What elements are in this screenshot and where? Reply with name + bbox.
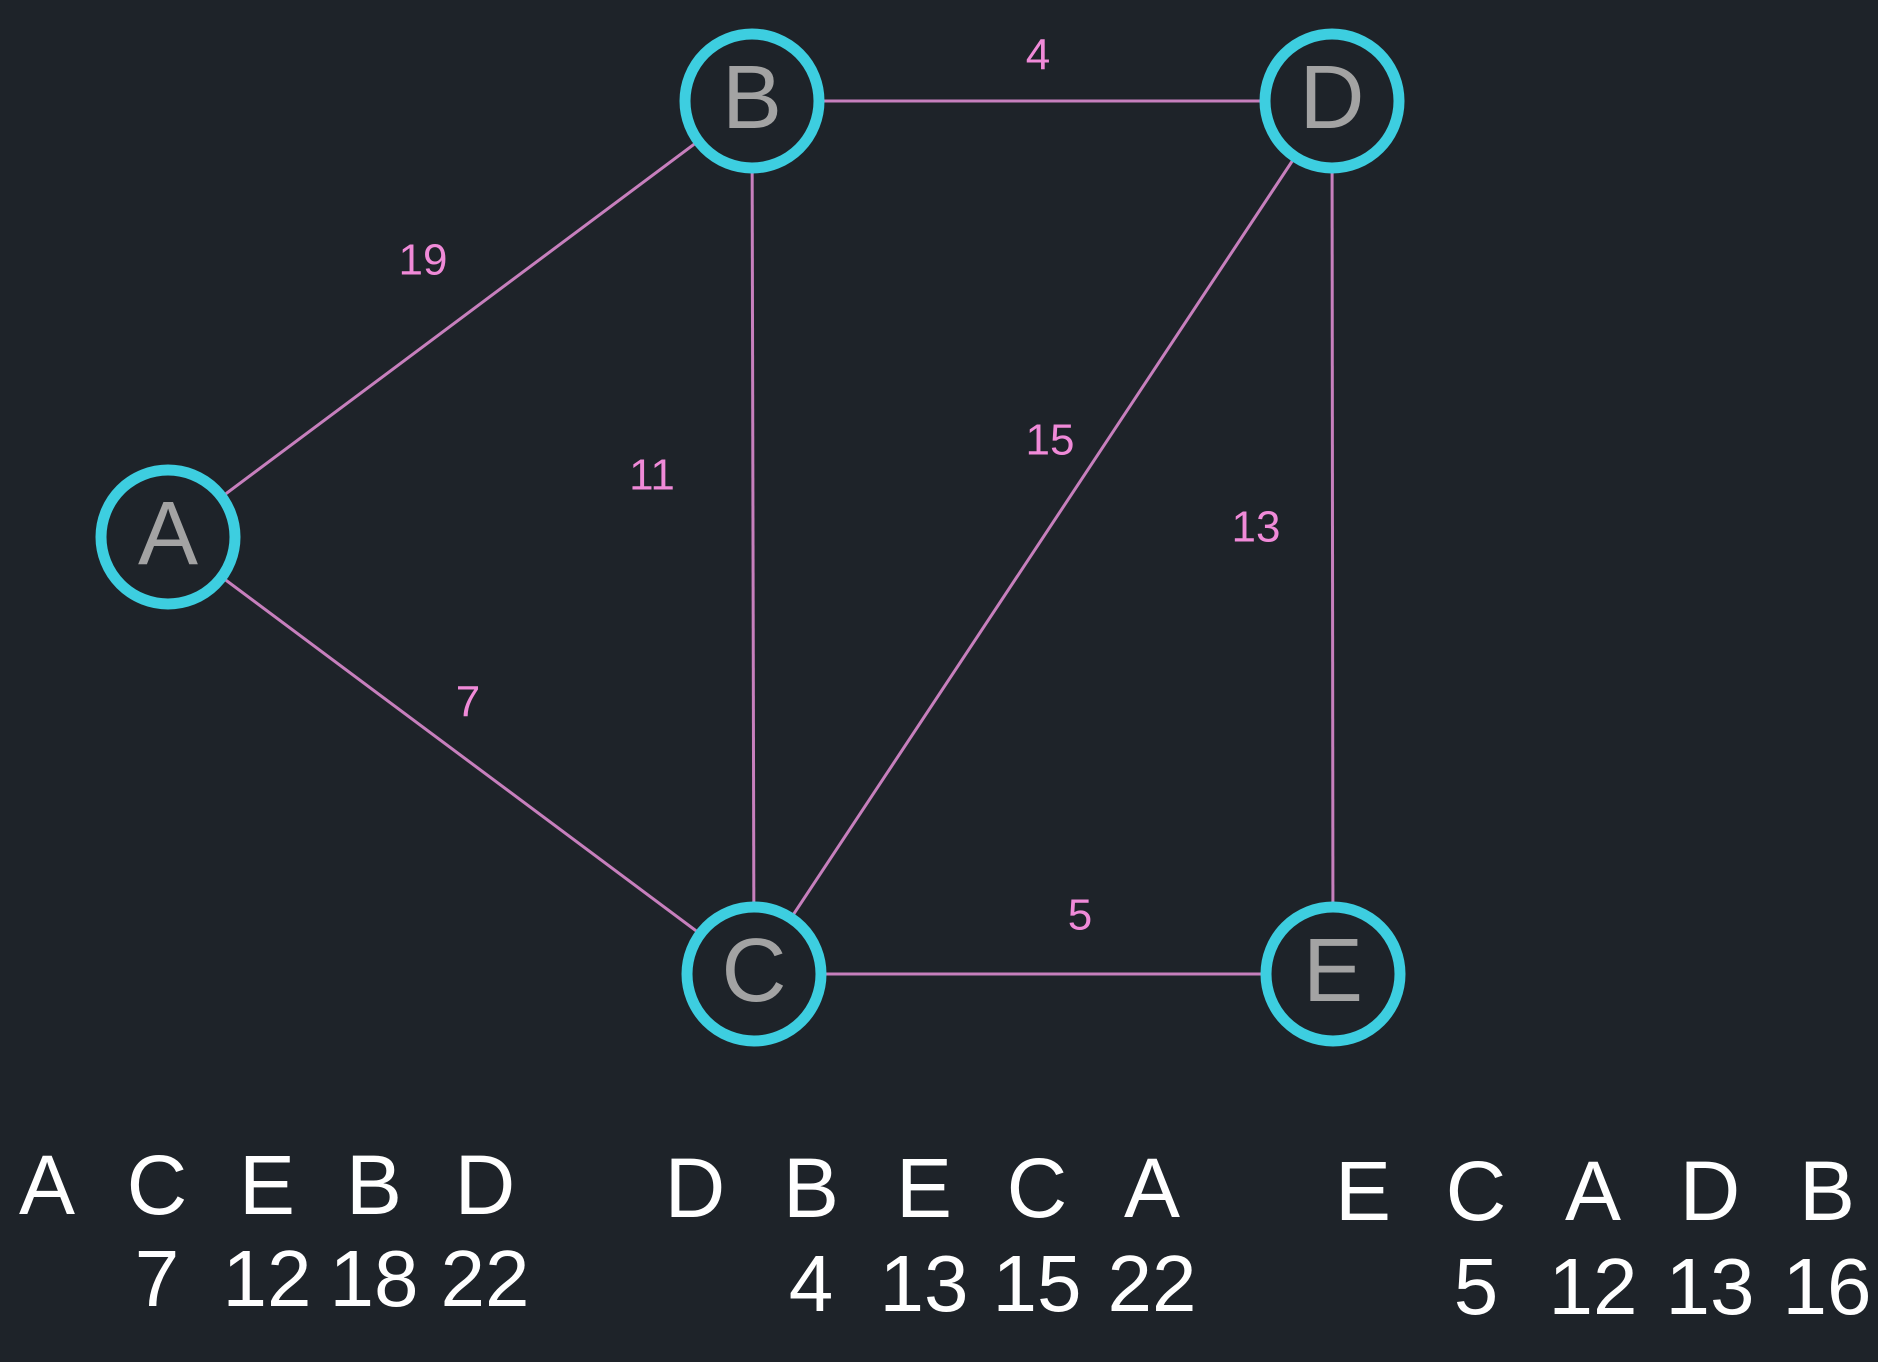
ordering-letter: B [783,1141,839,1235]
edge-line [750,100,756,975]
node-d: D [1259,28,1405,174]
nodes: A B C D E [95,28,1406,1047]
ordering-distance: 13 [880,1239,969,1328]
node-label: B [722,48,782,148]
ordering-distance: 5 [1454,1242,1499,1331]
edges: 19 7 11 4 15 13 5 [167,31,1335,976]
ordering-distance: 12 [1549,1242,1638,1331]
ordering-letter: C [127,1138,188,1232]
ordering-letter: C [1446,1144,1507,1238]
ordering-distance: 12 [223,1234,312,1323]
ordering-distance: 22 [441,1234,530,1323]
ordering-letter: C [1007,1141,1068,1235]
edge-weight-label: 5 [1068,891,1092,940]
node-e: E [1260,901,1406,1047]
node-label: E [1303,921,1363,1021]
edge-weight-label: 11 [629,451,675,500]
edge-weight-label: 4 [1026,31,1050,80]
node-ring [679,28,825,174]
node-ring [681,901,827,1047]
ordering-distance: 22 [1108,1239,1197,1328]
ordering-letter: D [455,1138,516,1232]
node-a: A [95,464,241,610]
node-b: B [679,28,825,174]
ordering-distance: 13 [1666,1242,1755,1331]
ordering-distance: 4 [789,1239,834,1328]
edge-b-c: 11 [629,100,756,975]
ordering-letter: A [19,1138,75,1232]
ordering-letter: B [346,1138,402,1232]
node-label: A [138,484,198,584]
edge-d-e: 13 [1232,100,1335,975]
ordering-letter: E [1335,1144,1391,1238]
ordering-distance: 7 [135,1234,180,1323]
node-ring [1259,28,1405,174]
node-label: C [722,921,787,1021]
edge-a-c: 7 [167,535,755,976]
edge-weight-label: 13 [1232,503,1281,552]
node-c: C [681,901,827,1047]
ordering-distance: 16 [1783,1242,1872,1331]
node-ring [95,464,241,610]
edge-line [167,535,755,976]
edge-c-d: 15 [752,100,1334,975]
edge-c-e: 5 [754,891,1333,976]
edge-b-d: 4 [752,31,1332,103]
node-ring [1260,901,1406,1047]
ordering-distance: 18 [330,1234,419,1323]
edge-line [167,99,753,539]
edge-weight-label: 19 [399,236,448,285]
edge-weight-label: 15 [1026,416,1075,465]
ordering-letter: E [896,1141,952,1235]
edge-a-b: 19 [167,99,753,539]
ordering-letter: D [1680,1144,1741,1238]
ordering-letter: A [1565,1144,1621,1238]
edge-line [1330,100,1335,975]
ordering-letter: B [1799,1144,1855,1238]
edge-line [752,100,1334,975]
ordering-distance: 15 [993,1239,1082,1328]
ordering-letter: D [665,1141,726,1235]
node-label: D [1300,48,1365,148]
edge-weight-label: 7 [456,678,480,727]
ordering-letter: A [1124,1141,1180,1235]
ordering-letter: E [239,1138,295,1232]
